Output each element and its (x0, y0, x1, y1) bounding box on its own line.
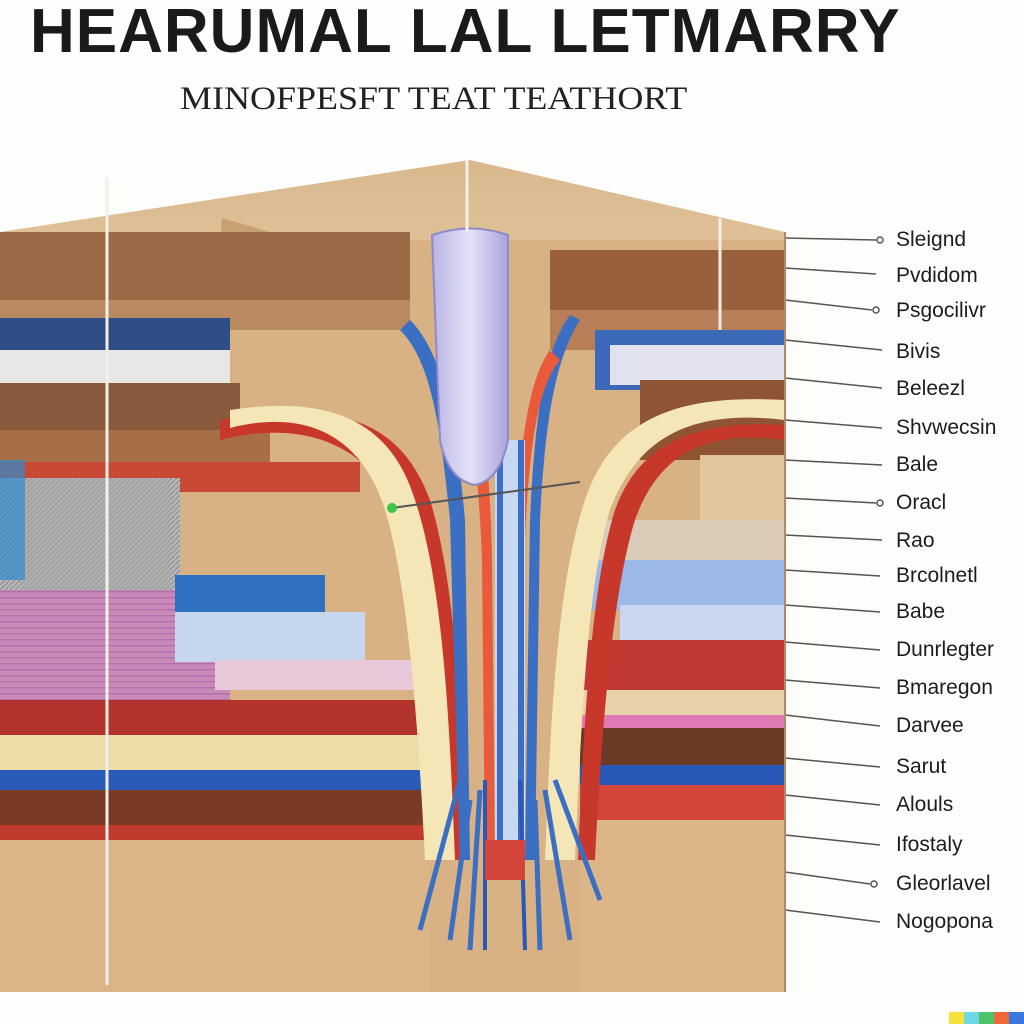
color-badge (949, 1012, 1024, 1024)
label-4: Beleezl (896, 377, 965, 400)
label-1: Pvdidom (896, 264, 978, 287)
badge-swatch-1 (964, 1012, 979, 1024)
label-17: Gleorlavel (896, 872, 991, 895)
right-strata (550, 250, 785, 992)
label-11: Dunrlegter (896, 638, 995, 661)
guide-lines (105, 160, 722, 985)
badge-swatch-2 (979, 1012, 994, 1024)
label-12: Bmaregon (896, 676, 993, 699)
label-5: Shvwecsin (896, 416, 997, 439)
label-6: Bale (896, 453, 939, 476)
label-18: Nogopona (896, 910, 993, 933)
leader-lines (784, 236, 884, 923)
label-16: Ifostaly (896, 833, 963, 856)
label-9: Brcolnetl (896, 564, 978, 587)
diagram-title: HEARUMAL LAL LETMARRY (30, 0, 901, 66)
label-13: Darvee (896, 714, 964, 737)
probe-line (391, 481, 581, 509)
label-7: Oracl (896, 491, 947, 514)
badge-swatch-3 (994, 1012, 1009, 1024)
badge-swatch-0 (949, 1012, 964, 1024)
central-tube (430, 227, 509, 487)
diagram-subtitle: MINOFPESFT TEAT TEATHORT (180, 80, 688, 116)
badge-swatch-4 (1009, 1012, 1024, 1024)
label-3: Bivis (896, 340, 941, 363)
label-15: Alouls (896, 793, 954, 816)
label-0: Sleignd (896, 228, 967, 251)
label-8: Rao (896, 529, 935, 552)
label-14: Sarut (896, 755, 947, 778)
probe-dot (387, 503, 397, 513)
label-10: Babe (896, 600, 946, 623)
label-2: Psgocilivr (896, 299, 986, 322)
